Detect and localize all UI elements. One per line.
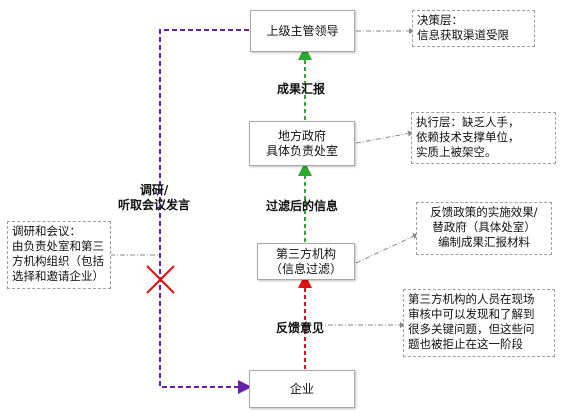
blocked-x-icon [146,265,175,294]
note-third-party-issue-line4: 题也被拒止在这一阶段 [408,337,523,351]
note-feedback-effect-line3: 编制成果汇报材料 [438,235,530,249]
label-research-line2: 听取会议发言 [118,198,191,212]
note-meeting-line4: 选择和邀请企业） [12,269,104,283]
label-research-line1: 调研/ [139,183,169,197]
note-execution-layer: 执行层：缺乏人手， 依赖技术支撑单位， 实质上被架空。 [411,112,556,164]
node-third-party-line2: （信息过滤） [269,261,342,276]
research-arrow [159,29,252,394]
note-meeting: 调研和会议： 由负责处室和第三 方机构组织（包括 选择和邀请企业） [7,221,111,289]
note-feedback-effect-line1: 反馈政策的实施效果/ [430,205,538,219]
node-local-government-line1: 地方政府 [277,128,326,143]
note-third-party-issue-line1: 第三方机构的人员在现场 [408,292,535,306]
node-leader: 上级主管领导 [250,10,355,52]
note-execution-line1: 执行层：缺乏人手， [416,115,520,129]
note-third-party-issue: 第三方机构的人员在现场 审核中可以发现和了解到 很多关键问题，但这些问 题也被拒… [403,289,555,357]
node-third-party-line1: 第三方机构 [275,246,336,261]
feedback-effect-note-connector [355,233,419,264]
label-filtered-info: 过滤后的信息 [266,199,339,213]
node-local-government: 地方政府 具体负责处室 [249,121,355,166]
note-decision-line2: 信息获取渠道受限 [417,28,509,42]
label-research: 调研/ 听取会议发言 [118,183,190,213]
note-decision-line1: 决策层： [417,13,463,27]
note-meeting-line1: 调研和会议： [12,224,81,238]
note-feedback-effect: 反馈政策的实施效果/ 替政府（具体处室） 编制成果汇报材料 [416,202,552,255]
node-enterprise: 企业 [249,370,355,408]
label-report: 成果汇报 [277,82,326,96]
node-third-party: 第三方机构 （信息过滤） [257,243,355,280]
note-third-party-issue-line2: 审核中可以发现和了解到 [408,307,535,321]
note-execution-line2: 依赖技术支撑单位， [416,130,520,144]
note-feedback-effect-line2: 替政府（具体处室） [432,220,536,234]
note-third-party-issue-line3: 很多关键问题，但这些问 [408,322,535,336]
node-local-government-line2: 具体负责处室 [265,143,338,158]
execution-note-connector [355,130,414,144]
note-execution-line3: 实质上被架空。 [416,145,497,159]
label-feedback: 反馈意见 [276,321,325,335]
note-meeting-line2: 由负责处室和第三 [12,239,104,253]
note-decision-layer: 决策层： 信息获取渠道受限 [412,10,535,47]
node-leader-label: 上级主管领导 [266,23,339,38]
node-enterprise-label: 企业 [289,381,314,396]
note-meeting-line3: 方机构组织（包括 [12,254,104,268]
